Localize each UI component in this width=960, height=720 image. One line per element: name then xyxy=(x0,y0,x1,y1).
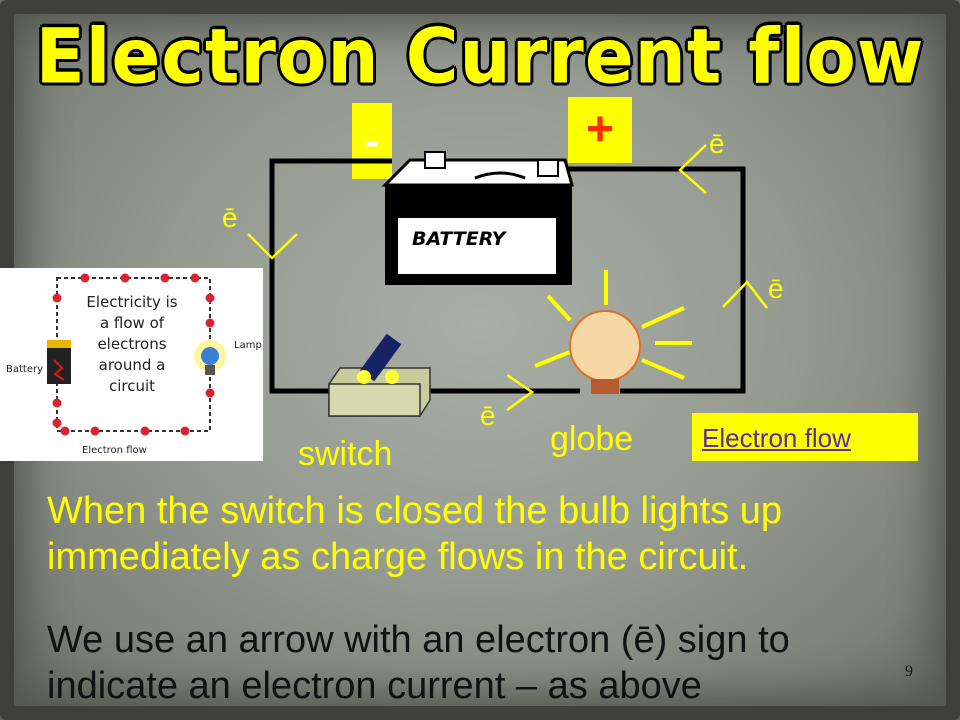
electron-label-top-right: ē xyxy=(709,128,725,159)
switch-icon xyxy=(328,333,431,417)
inset-text-line: electrons xyxy=(97,335,167,353)
inset-caption-text: Electricity is a flow of electrons aroun… xyxy=(66,292,198,397)
inset-text-line: circuit xyxy=(108,377,156,395)
inset-circuit-drawing xyxy=(47,273,226,436)
inset-lamp-label: Lamp xyxy=(234,340,262,351)
inset-battery-label: Battery xyxy=(6,364,44,375)
inset-electron-dots xyxy=(52,273,215,436)
inset-text-line: a flow of xyxy=(99,314,165,332)
inset-electron-flow-label: Electron flow xyxy=(82,445,147,456)
inset-text-line: Electricity is xyxy=(86,293,178,311)
positive-terminal-sign: + xyxy=(568,97,632,163)
globe-bulb-icon xyxy=(534,270,692,394)
notation-paragraph: We use an arrow with an electron (ē) sig… xyxy=(47,619,790,707)
electron-flow-box: Electron flow xyxy=(692,413,918,461)
battery-icon: BATTERY xyxy=(381,151,574,285)
electron-label-left: ē xyxy=(222,202,238,233)
electron-arrow-right xyxy=(722,280,768,309)
electron-arrow-bottom xyxy=(506,373,535,412)
electron-flow-link[interactable]: Electron flow xyxy=(702,423,851,453)
inset-text-line: around a xyxy=(98,356,166,374)
page-number: 9 xyxy=(905,663,913,680)
negative-terminal-sign: - xyxy=(352,103,392,179)
battery-label: BATTERY xyxy=(412,228,508,250)
electron-label-bottom: ē xyxy=(480,400,496,431)
circuit-wires xyxy=(269,158,746,394)
electron-arrow-left xyxy=(247,233,298,260)
explanation-paragraph: When the switch is closed the bulb light… xyxy=(47,490,783,578)
inset-battery-icon xyxy=(47,340,71,384)
globe-label: globe xyxy=(550,420,634,458)
slide-title: Electron Current flow xyxy=(35,11,925,101)
electron-label-right: ē xyxy=(768,273,784,304)
electron-arrow-top-right xyxy=(678,144,707,194)
switch-label: switch xyxy=(298,435,393,473)
inset-lamp-icon xyxy=(194,340,226,375)
inset-circuit-image: Electricity is a flow of electrons aroun… xyxy=(0,268,263,461)
